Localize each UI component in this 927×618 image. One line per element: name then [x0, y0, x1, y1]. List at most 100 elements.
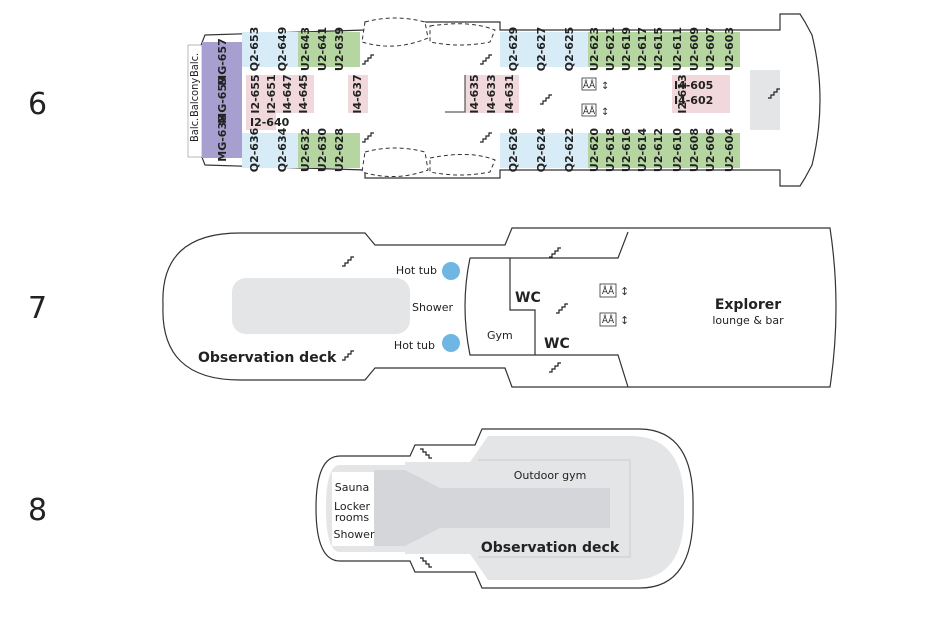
deck-7-hull [162, 227, 837, 388]
inner-block-4 [672, 75, 730, 113]
stairs-icon [362, 132, 374, 143]
port-u-block-1 [298, 133, 360, 168]
wc-label: WC [515, 290, 541, 306]
cabin-label: Q2-653 [248, 27, 261, 72]
explorer-lounge-subtitle: lounge & bar [712, 314, 784, 327]
locker-rooms-label: rooms [335, 511, 369, 524]
suite-mg-638 [202, 118, 242, 158]
suite-label: Balcony [188, 78, 201, 117]
cabin-label: U2-623 [588, 27, 601, 71]
cabin-label: Q2-629 [507, 27, 520, 72]
lifeboat-4 [429, 153, 496, 176]
inner-block-1b [246, 112, 276, 130]
stairs-icon [549, 247, 561, 258]
suite-label: Balc. [188, 53, 201, 77]
stairs-icon [342, 350, 354, 361]
stairs-icon [540, 94, 552, 105]
cabin-label: U2-611 [671, 27, 684, 71]
deck-7: ÅÅ ↕ ÅÅ ↕ Hot tub Shower Hot tub Gym WC … [162, 227, 837, 388]
stairs-icon [556, 303, 568, 314]
stairs-icon [420, 557, 432, 568]
cabin-label: U2-606 [704, 128, 717, 172]
deck-8: Sauna Locker rooms Shower Outdoor gym Ob… [315, 428, 694, 589]
cabin-label: Q2-649 [276, 27, 289, 72]
deck-8-number: 8 [28, 493, 47, 528]
cabin-label: I4-633 [485, 74, 498, 113]
svg-text:ÅÅ: ÅÅ [602, 285, 615, 297]
cabin-label: I4-647 [281, 74, 294, 113]
svg-text:↕: ↕ [601, 81, 609, 92]
cabin-label: Q2-636 [248, 127, 261, 172]
cabin-label: U2-639 [333, 27, 346, 71]
inner-block-1 [246, 75, 314, 113]
cabin-label: I4-635 [468, 74, 481, 113]
elevator-icon: ÅÅ ↕ [581, 103, 609, 118]
suite-label: MG-657 [216, 38, 229, 86]
svg-text:↕: ↕ [601, 107, 609, 118]
stairs-icon [768, 88, 780, 99]
cabin-label: Q2-634 [276, 127, 289, 172]
gym-label: Gym [487, 329, 513, 342]
starboard-u-block-2 [588, 32, 740, 67]
cabin-label: U2-616 [620, 128, 633, 172]
deck-6-number: 6 [28, 87, 47, 122]
starboard-q-block-1 [242, 32, 298, 67]
cabin-label: I2-640 [250, 116, 290, 129]
deck-6-bow-area [750, 70, 780, 130]
cabin-label: U2-615 [652, 27, 665, 71]
deck-8-sauna-room [332, 472, 374, 546]
cabin-label: I2-655 [249, 74, 262, 113]
svg-text:ÅÅ: ÅÅ [583, 105, 596, 117]
cabin-label: U2-618 [604, 128, 617, 172]
suite-label: MG-638 [216, 114, 229, 162]
elevator-icon: ÅÅ ↕ [599, 312, 629, 327]
cabin-label: U2-619 [620, 27, 633, 71]
cabin-label: I4-631 [503, 74, 516, 113]
stairs-icon [362, 54, 374, 65]
lifeboat-1 [361, 17, 429, 47]
deck-7-room-outline [464, 231, 629, 388]
cabin-label: U2-628 [333, 128, 346, 172]
cabin-label: U2-617 [636, 27, 649, 71]
stairs-icon [342, 256, 354, 267]
hot-tub-icon [442, 334, 460, 352]
locker-rooms-label: Locker [334, 500, 370, 513]
port-u-block-2 [588, 133, 740, 168]
cabin-label: U2-604 [723, 128, 736, 172]
wc-label: WC [544, 336, 570, 352]
starboard-u-block-1 [298, 32, 360, 67]
cabin-label: I4-645 [297, 74, 310, 113]
cabin-label: I2-651 [265, 74, 278, 113]
stairs-icon [420, 448, 432, 459]
cabin-label: I4-637 [351, 74, 364, 113]
hot-tub-label: Hot tub [396, 264, 437, 277]
observation-deck-label: Observation deck [198, 350, 337, 366]
cabin-label: U2-641 [316, 27, 329, 71]
suite-label: Balc. [188, 118, 201, 142]
starboard-q-block-2 [500, 32, 588, 67]
observation-deck-label: Observation deck [481, 540, 620, 556]
cabin-label: I2-613 [676, 74, 689, 113]
cabin-label: Q2-622 [563, 128, 576, 173]
cabin-label: U2-621 [604, 27, 617, 71]
outdoor-gym-label: Outdoor gym [514, 469, 587, 482]
shower-label: Shower [412, 301, 453, 314]
stairs-icon [480, 132, 492, 143]
elevator-icon: ÅÅ ↕ [581, 77, 609, 92]
port-cabin-labels: Q2-636 Q2-634 U2-632 U2-630 U2-628 Q2-626 Q2-6… [248, 127, 736, 172]
lifeboat-2 [429, 23, 496, 46]
sauna-label: Sauna [335, 481, 369, 494]
cabin-label: U2-630 [316, 128, 329, 172]
stair-wall [445, 75, 466, 113]
cabin-label: U2-608 [688, 128, 701, 172]
svg-text:ÅÅ: ÅÅ [602, 314, 615, 326]
inner-block-3 [465, 75, 519, 113]
cabin-label: Q2-626 [507, 127, 520, 172]
inner-block-2 [348, 75, 368, 113]
cabin-label: U2-632 [299, 128, 312, 172]
hot-tub-icon [442, 262, 460, 280]
port-q-block-1 [242, 133, 298, 168]
cabin-label: I4-602 [674, 94, 713, 107]
